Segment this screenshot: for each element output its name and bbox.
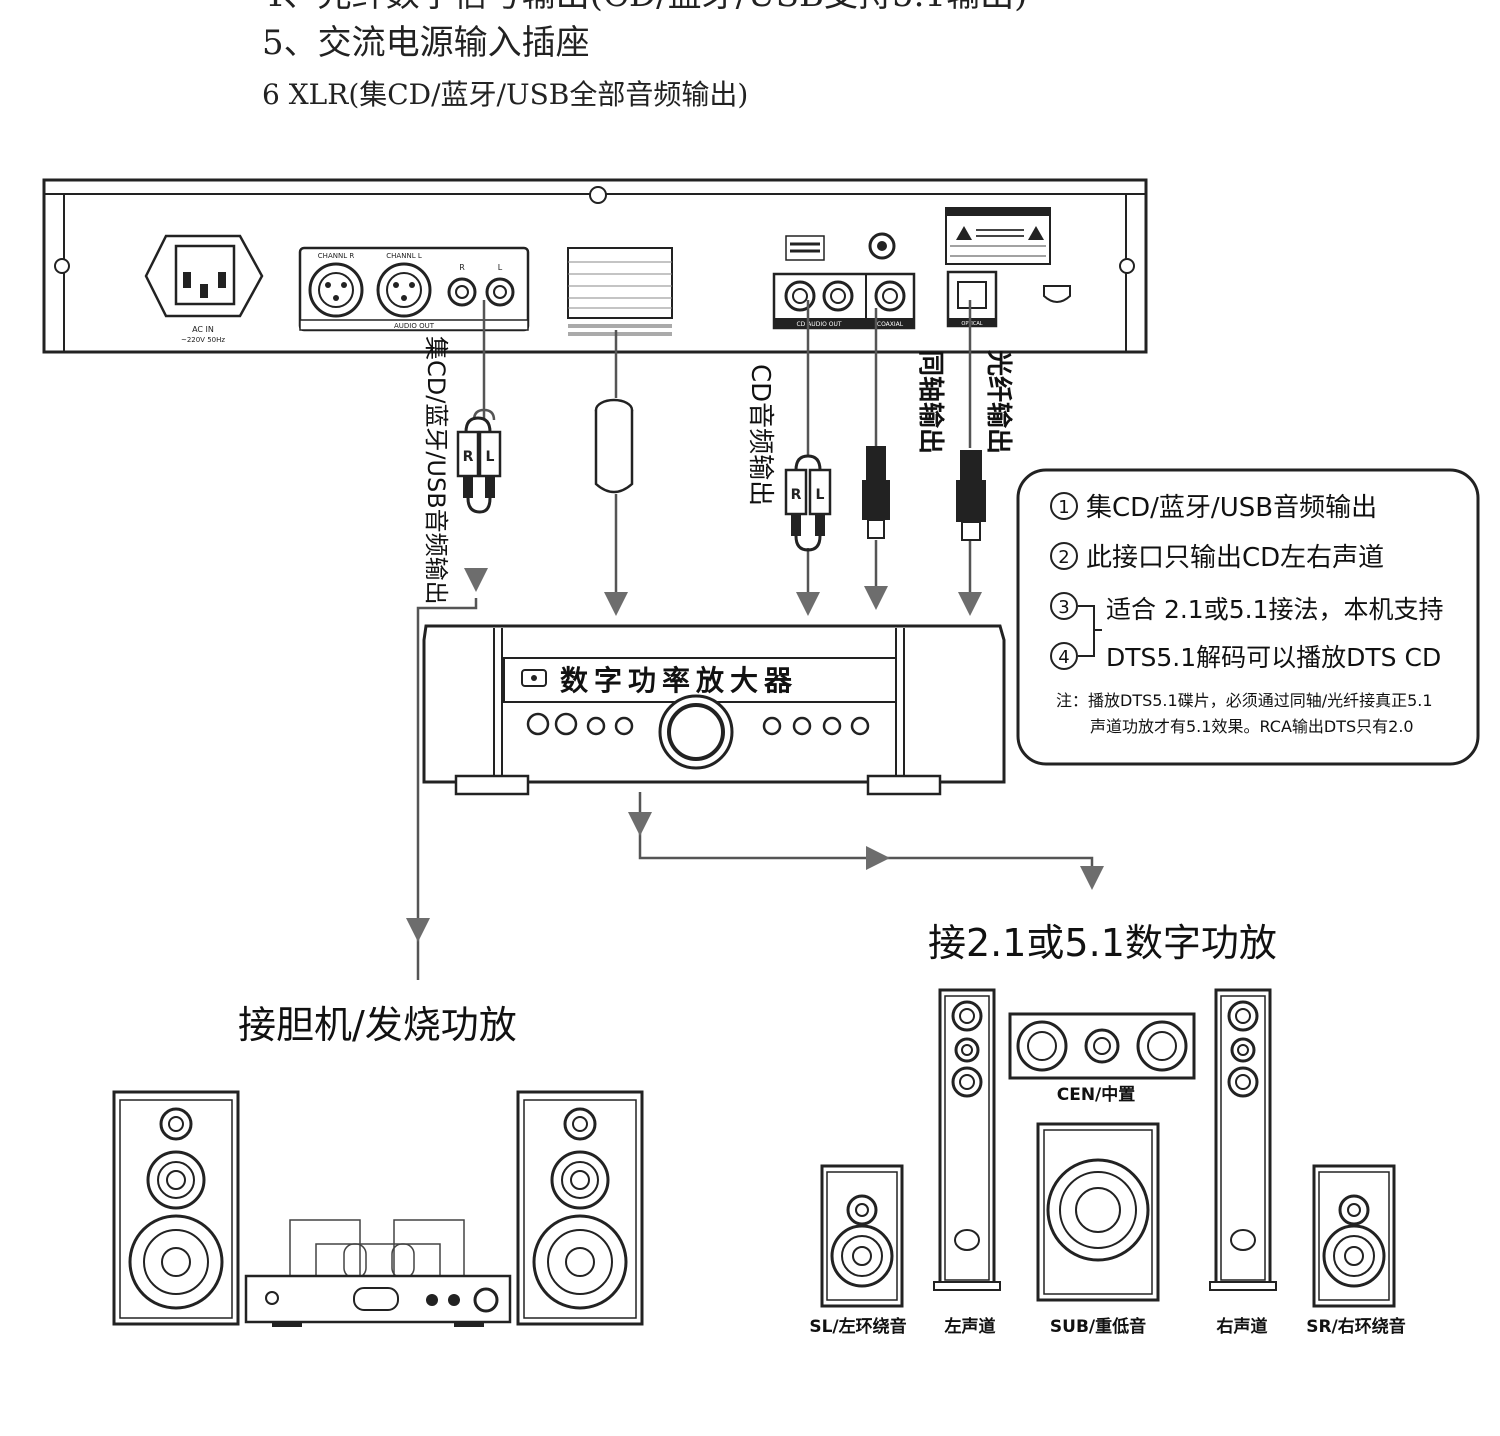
legend-number: 2 — [1058, 547, 1069, 568]
xlr-rca-audio-out: CHANNL R CHANNL L R L A — [298, 246, 530, 332]
right-speaker-label: 右声道 — [1217, 1316, 1268, 1337]
rca-left-jack-icon — [485, 277, 515, 307]
center-speaker-icon — [1008, 1012, 1196, 1080]
optical-plug-icon — [956, 450, 986, 541]
legend-text-2: 此接口只输出CD左右声道 — [1086, 543, 1384, 573]
sl-speaker-label: SL/左环绕音 — [809, 1316, 906, 1337]
digital-amp-heading: 接2.1或5.1数字功放 — [928, 921, 1277, 965]
warning-label — [945, 207, 1051, 265]
surround-speaker-setup: CEN/中置 — [809, 988, 1406, 1337]
optical-label: OPTICAL — [961, 321, 982, 327]
cd-rca-right-jack-icon — [784, 280, 816, 312]
surround-left-speaker-icon — [820, 1164, 904, 1308]
tube-amp-heading: 接胆机/发烧功放 — [238, 1003, 517, 1047]
plug-r-label: R — [463, 449, 474, 465]
tube-amp-setup — [112, 1090, 644, 1327]
tower-speaker-right-icon — [1209, 988, 1277, 1291]
coaxial-jack-icon — [874, 280, 906, 312]
coaxial-output-label: 同轴输出 — [915, 350, 946, 454]
amp-knobs — [526, 712, 870, 736]
ac-voltage-label: ~220V 50Hz — [181, 336, 225, 344]
sr-speaker-label: SR/右环绕音 — [1306, 1316, 1406, 1337]
header-line-4: 4、光纤数字信号输出(CD/蓝牙/USB支持5.1输出) — [262, 0, 1027, 15]
legend-bracket — [1078, 605, 1102, 657]
cd-audio-output-label: CD音频输出 — [745, 364, 775, 506]
sub-speaker-label: SUB/重低音 — [1050, 1316, 1146, 1337]
header-line-6: 6 XLR(集CD/蓝牙/USB全部音频输出) — [262, 78, 748, 111]
flow-arrows — [406, 568, 1104, 942]
ac-power-inlet: AC IN ~220V 50Hz — [144, 234, 264, 344]
amplifier-title: 数字功率放大器 — [560, 664, 798, 697]
left-speaker-label: 左声道 — [945, 1316, 996, 1337]
legend-number: 3 — [1058, 597, 1069, 618]
legend-number: 4 — [1058, 647, 1069, 668]
legend-item-4: 4 DTS5.1解码可以播放DTS CD — [1050, 642, 1441, 672]
header-line-5: 5、交流电源输入插座 — [262, 23, 590, 63]
legend-box: 1 集CD/蓝牙/USB音频输出 2 此接口只输出CD左右声道 3 适合 2.1… — [1016, 468, 1480, 766]
screw-icon — [589, 186, 607, 204]
rca-left-label: L — [498, 263, 503, 272]
center-speaker-label: CEN/中置 — [1057, 1084, 1136, 1105]
legend-note-line-1: 注：播放DTS5.1碟片，必须通过同轴/光纤接真正5.1 — [1056, 691, 1433, 710]
digital-power-amplifier: 数字功率放大器 — [422, 624, 1006, 796]
bookshelf-speaker-left-icon — [112, 1090, 240, 1326]
optical-port: OPTICAL — [946, 270, 998, 328]
legend-text-4: DTS5.1解码可以播放DTS CD — [1106, 643, 1441, 672]
screw-icon — [54, 258, 70, 274]
rca-right-label: R — [459, 263, 465, 272]
rating-label — [567, 247, 673, 336]
bookshelf-speaker-right-icon — [516, 1090, 644, 1326]
legend-text-3: 适合 2.1或5.1接法，本机支持 — [1106, 595, 1443, 624]
audio-out-label: AUDIO OUT — [394, 322, 435, 330]
xlr-right-jack-icon — [308, 262, 364, 318]
tower-speaker-left-icon — [933, 988, 1001, 1291]
legend-number: 1 — [1058, 497, 1069, 518]
cd-rca-left-jack-icon — [822, 280, 854, 312]
plug-l-label: L — [486, 449, 495, 465]
xlr-right-label: CHANNL R — [318, 252, 355, 260]
volume-knob-icon — [658, 694, 734, 770]
cd-audio-out-label: CD AUDIO OUT — [796, 321, 841, 328]
rca-plug-pair-cd-side: R L — [784, 454, 832, 552]
xlr-output-label: 集CD/蓝牙/USB音频输出 — [422, 336, 450, 605]
power-cable-cylinder-icon — [594, 398, 634, 494]
coaxial-plug-icon — [862, 446, 890, 539]
xlr-left-label: CHANNL L — [386, 252, 422, 260]
fuse-icon — [1043, 285, 1071, 303]
legend-note-line-2: 声道功放才有5.1效果。RCA输出DTS只有2.0 — [1090, 717, 1414, 736]
ac-in-label: AC IN — [192, 325, 214, 334]
optical-output-label: 光纤输出 — [983, 349, 1014, 454]
legend-item-2: 2 此接口只输出CD左右声道 — [1050, 542, 1384, 573]
rca-right-jack-icon — [447, 277, 477, 307]
rca-plug-pair-xlr-side: R L — [456, 416, 502, 514]
legend-item-1: 1 集CD/蓝牙/USB音频输出 — [1050, 492, 1377, 523]
tube-amplifier-icon — [244, 1219, 512, 1327]
subwoofer-icon — [1036, 1122, 1160, 1302]
header-notes: 4、光纤数字信号输出(CD/蓝牙/USB支持5.1输出) 5、交流电源输入插座 … — [262, 0, 1027, 111]
coaxial-label: COAXIAL — [877, 321, 904, 328]
plug-r-label: R — [791, 487, 802, 503]
plug-l-label: L — [816, 487, 825, 503]
surround-right-speaker-icon — [1312, 1164, 1396, 1308]
legend-item-3: 3 适合 2.1或5.1接法，本机支持 — [1050, 592, 1443, 624]
xlr-left-jack-icon — [376, 262, 432, 318]
ccc-cert-icon — [868, 232, 896, 260]
screw-icon — [1119, 258, 1135, 274]
cd-audio-out-block: CD AUDIO OUT COAXIAL — [772, 272, 916, 330]
cd-player-rear-panel: AC IN ~220V 50Hz CHANNL R CHANNL L R L — [42, 178, 1148, 354]
cd-logo-icon — [785, 235, 825, 261]
legend-text-1: 集CD/蓝牙/USB音频输出 — [1086, 493, 1377, 523]
